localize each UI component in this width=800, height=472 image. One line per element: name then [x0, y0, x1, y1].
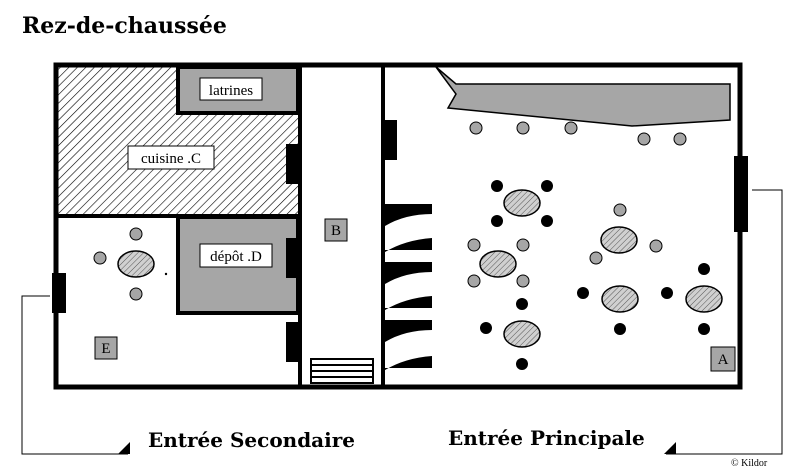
door-kitchen — [286, 144, 300, 184]
corridor-label: B — [331, 223, 341, 239]
copyright-text: © Kildor — [731, 458, 768, 469]
booth-benches — [385, 204, 432, 370]
hall-label: A — [718, 352, 729, 368]
dot-marker — [164, 272, 168, 276]
room-e-label: E — [101, 341, 110, 357]
bar-counter — [435, 66, 731, 127]
hall-label-box — [710, 346, 736, 372]
bar-stools — [469, 121, 687, 146]
room-e-label-box — [94, 336, 118, 360]
door-room-e — [286, 322, 300, 362]
main-entrance-label: Entrée Principale — [448, 426, 645, 450]
secondary-entrance-label: Entrée Secondaire — [148, 428, 355, 452]
secondary-entrance-line — [21, 295, 128, 455]
latrines-label-box — [199, 77, 263, 101]
cuisine-label: cuisine .C — [141, 151, 201, 167]
secondary-entrance-arrow — [118, 442, 130, 454]
black-chairs — [480, 180, 710, 370]
grey-chairs — [93, 203, 663, 301]
main-entrance-arrow — [664, 442, 676, 454]
door-secondary-entrance — [52, 273, 66, 313]
depot-label-box — [199, 243, 273, 268]
main-entrance-line — [666, 189, 783, 455]
door-main-entrance — [734, 156, 748, 232]
cuisine-label-box — [127, 145, 215, 170]
tables — [117, 189, 723, 348]
door-depot — [286, 238, 300, 278]
latrines-label: latrines — [209, 83, 253, 99]
door-hall-upper — [383, 120, 397, 160]
page-title: Rez-de-chaussée — [22, 13, 227, 39]
corridor-label-box — [324, 218, 348, 242]
staircase — [310, 358, 374, 384]
depot-label: dépôt .D — [210, 249, 262, 265]
